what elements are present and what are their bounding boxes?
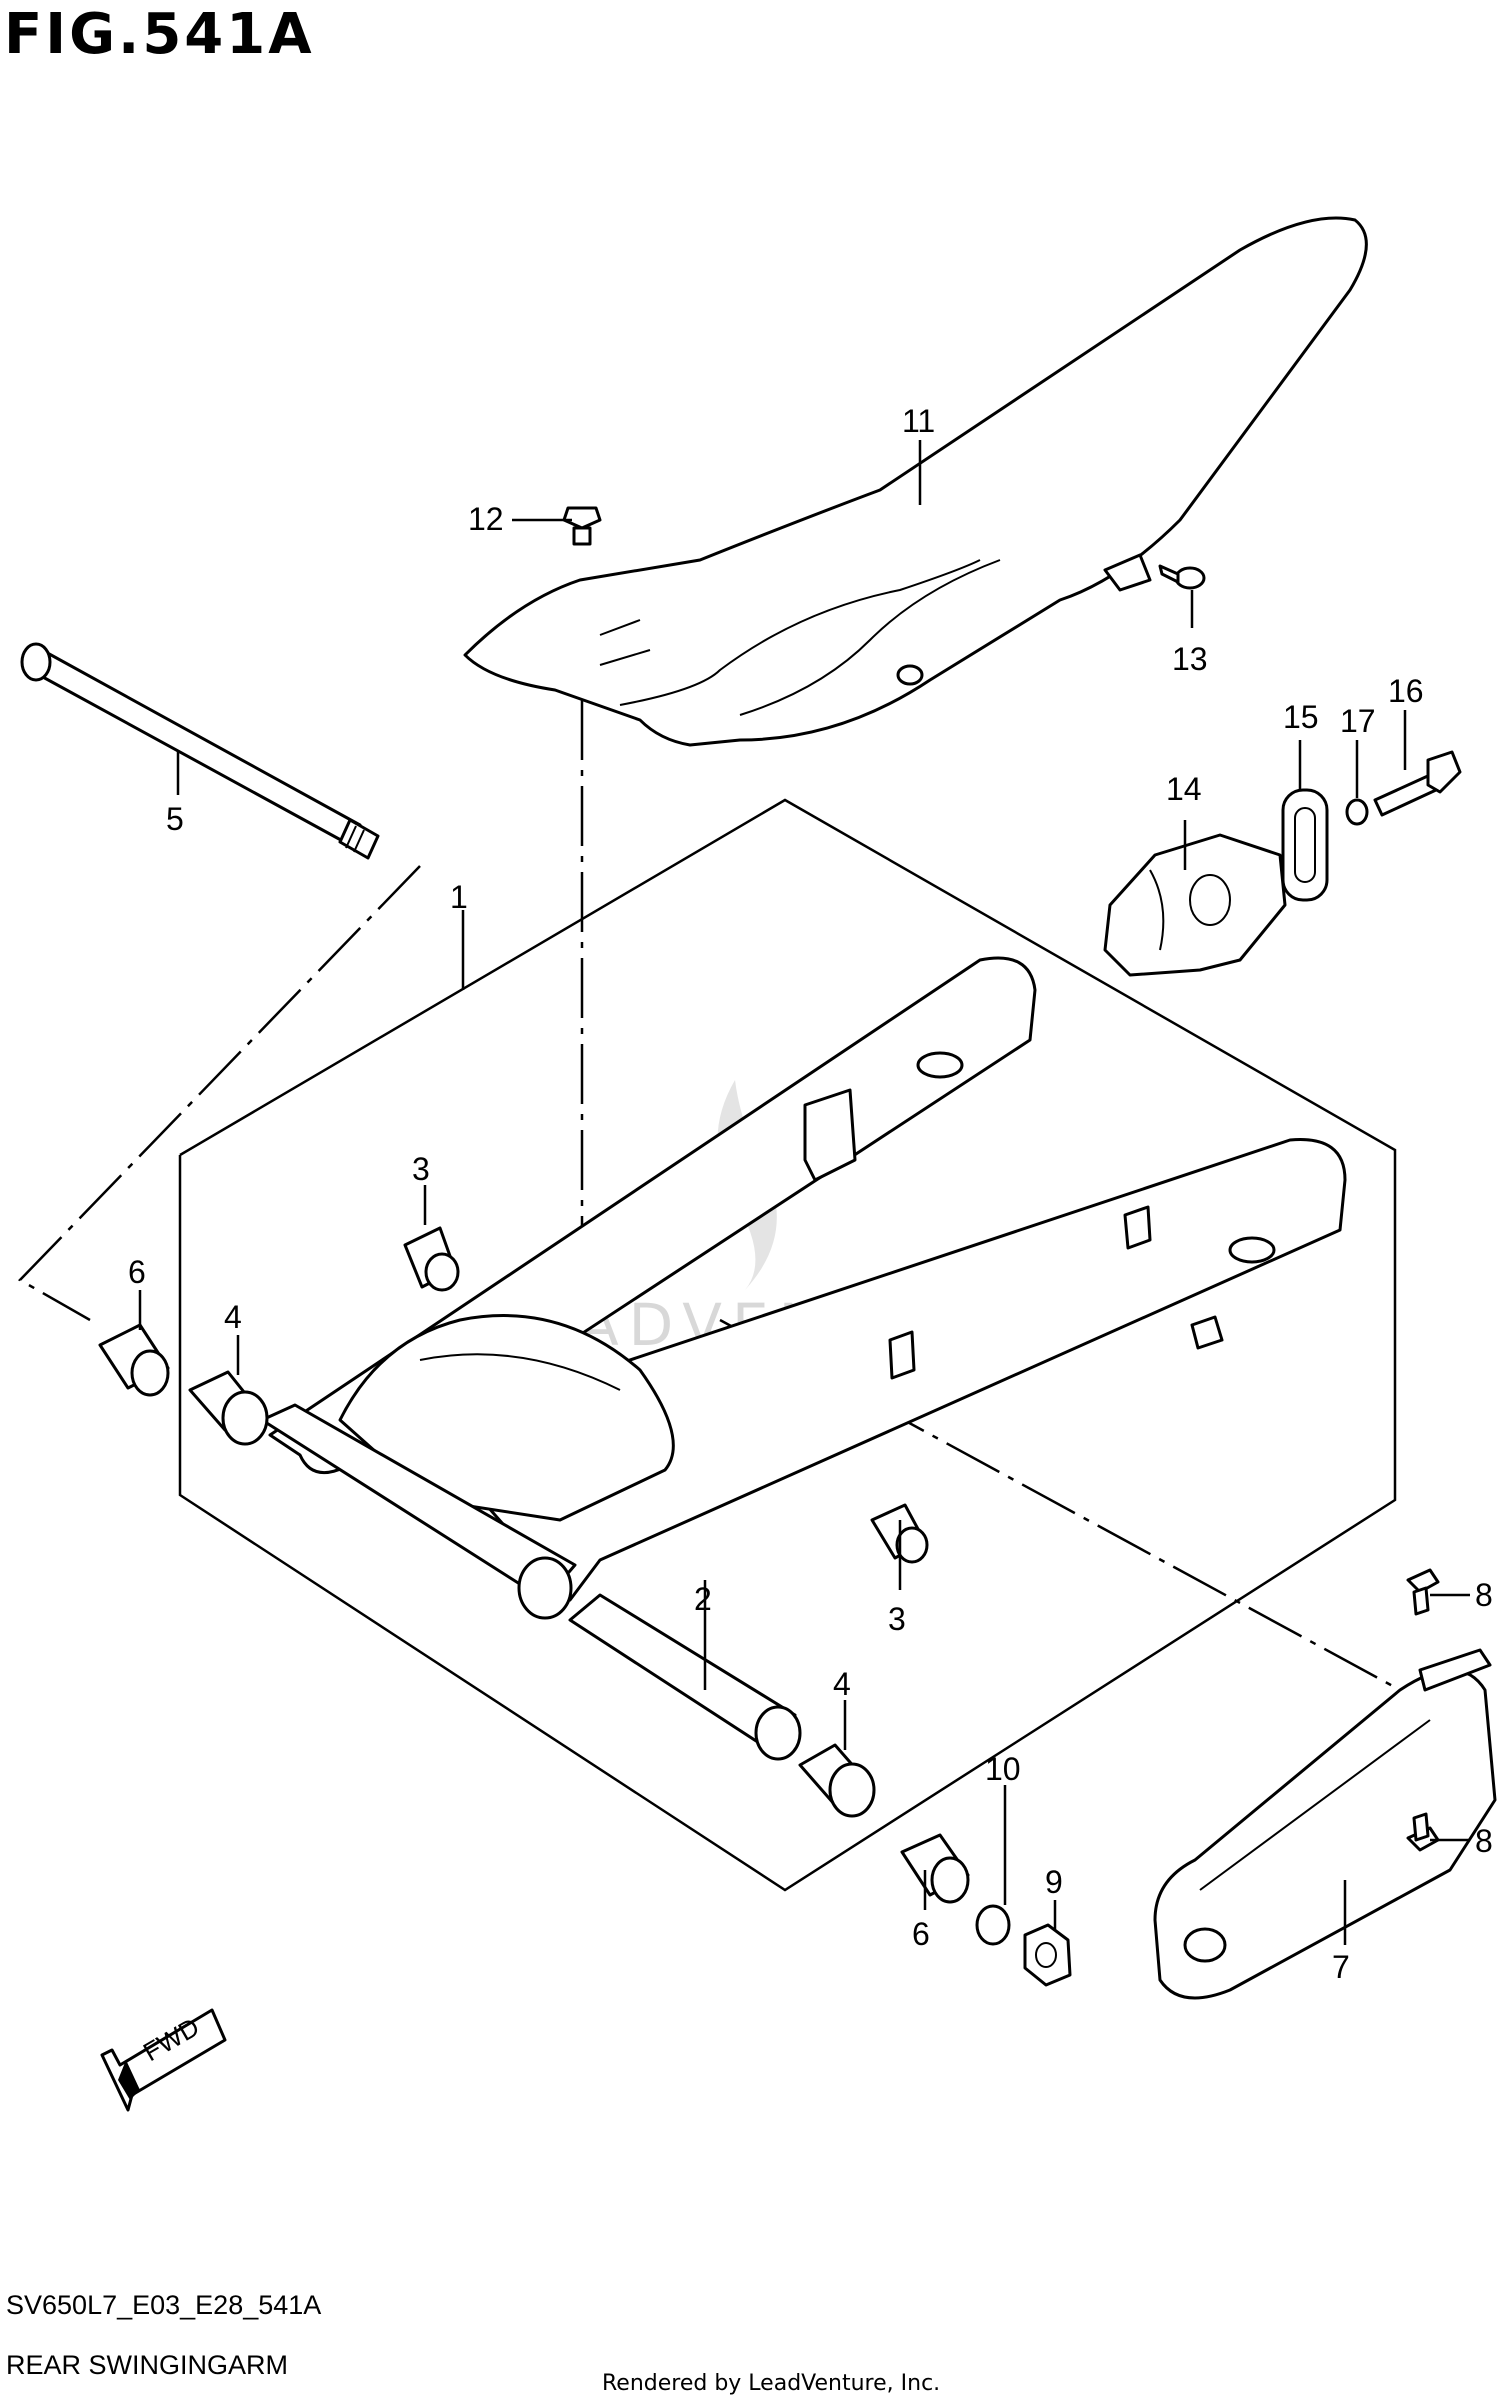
swingarm [268, 956, 1347, 1602]
figure-code: SV650L7_E03_E28_541A [6, 2290, 322, 2320]
figure-name: REAR SWINGINGARM [6, 2350, 289, 2380]
assembly-outline [178, 798, 1397, 1892]
callout-7: 7 [1332, 1949, 1350, 1985]
callout-3b: 3 [888, 1601, 906, 1637]
bearing-4-right [798, 1743, 876, 1818]
callout-4a: 4 [224, 1299, 242, 1335]
figure-title: FIG.541A [4, 2, 315, 67]
callout-12: 12 [468, 501, 504, 537]
leader-lines [138, 440, 1470, 1945]
render-credit: Rendered by LeadVenture, Inc. [602, 2371, 941, 2396]
nut-9 [1023, 1923, 1072, 1987]
pivot-tube [260, 1403, 577, 1620]
callout-9: 9 [1045, 1864, 1063, 1900]
callout-11: 11 [902, 403, 935, 439]
phantom-line-axle5 [17, 865, 421, 1322]
adjuster-bolt-16 [1373, 750, 1462, 817]
callout-1: 1 [450, 879, 468, 915]
fwd-arrow-icon: FWD [100, 2008, 227, 2112]
washer-10 [975, 1904, 1011, 1946]
callout-2: 2 [694, 1581, 712, 1617]
chain-case [463, 216, 1368, 747]
spacer-6-left [98, 1323, 170, 1397]
adjuster-ring [1281, 788, 1329, 902]
callout-3a: 3 [412, 1151, 430, 1187]
callout-17: 17 [1340, 703, 1376, 739]
spacer-2 [568, 1593, 802, 1761]
callout-8b: 8 [1475, 1823, 1493, 1859]
callout-15: 15 [1283, 699, 1319, 735]
spacer-6-right [900, 1833, 970, 1904]
bolt-12 [562, 506, 602, 546]
callout-8a: 8 [1475, 1577, 1493, 1613]
bearing-3-lower [870, 1503, 929, 1564]
callout-14: 14 [1166, 771, 1202, 807]
callout-13: 13 [1172, 641, 1208, 677]
callout-5: 5 [166, 801, 184, 837]
callout-16: 16 [1388, 673, 1424, 709]
callout-6a: 6 [128, 1254, 146, 1290]
callouts: 1 2 3 3 4 4 5 6 6 7 8 8 9 10 11 12 13 14… [128, 403, 1493, 1985]
washer-17 [1345, 798, 1369, 826]
chain-guard [1153, 1648, 1497, 2000]
pivot-shaft [20, 642, 380, 860]
bearing-3-upper [403, 1226, 460, 1292]
screw-13 [1158, 564, 1206, 590]
bolt-8-upper [1406, 1568, 1440, 1616]
chain-adjuster [1103, 833, 1287, 977]
callout-10: 10 [985, 1751, 1021, 1787]
bearing-4-left [188, 1370, 269, 1446]
callout-6b: 6 [912, 1916, 930, 1952]
callout-4b: 4 [833, 1666, 851, 1702]
